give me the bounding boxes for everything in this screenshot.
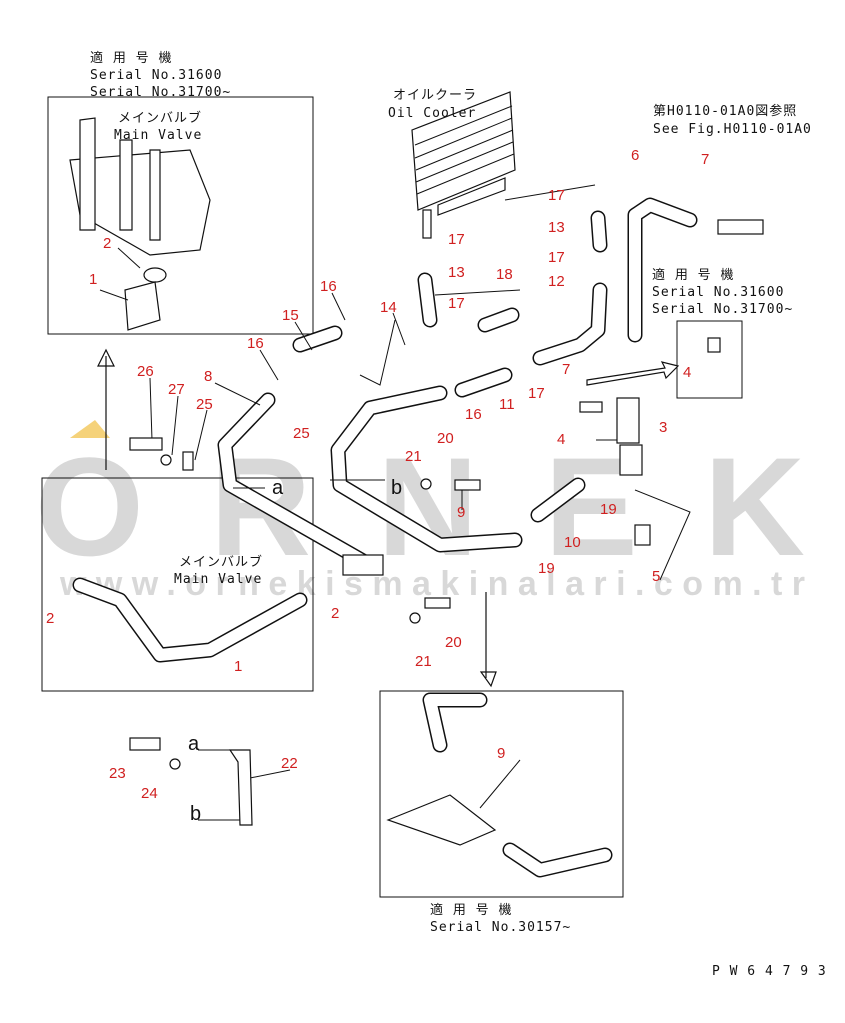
callout: 4 <box>557 431 565 448</box>
callout: 2 <box>46 610 54 627</box>
right-serial-31700: Serial No.31700~ <box>652 302 793 317</box>
callout: 17 <box>548 187 565 204</box>
detail-box-main-valve-lower <box>41 477 314 692</box>
callout: 4 <box>683 364 691 381</box>
callout: 19 <box>538 560 555 577</box>
letter-b: b <box>391 477 402 499</box>
callout: 18 <box>496 266 513 283</box>
main-valve-lower-en-label: Main Valve <box>174 572 262 587</box>
right-applicable-label: 適 用 号 機 <box>652 267 734 283</box>
callout: 17 <box>528 385 545 402</box>
callout: 13 <box>548 219 565 236</box>
callout: 25 <box>196 396 213 413</box>
callout: 27 <box>168 381 185 398</box>
callout: 21 <box>415 653 432 670</box>
callout: 1 <box>234 658 242 675</box>
callout: 2 <box>103 235 111 252</box>
main-valve-en-label: Main Valve <box>114 128 202 143</box>
callout: 2 <box>331 605 339 622</box>
leader-lines <box>99 184 691 826</box>
callout: 8 <box>204 368 212 385</box>
callout: 17 <box>448 295 465 312</box>
main-valve-top <box>69 117 211 331</box>
callout: 26 <box>137 363 154 380</box>
callout: 9 <box>497 745 505 762</box>
callout: 3 <box>659 419 667 436</box>
note-applicable-label: 適 用 号 機 <box>90 50 172 66</box>
callout: 20 <box>445 634 462 651</box>
callout: 14 <box>380 299 397 316</box>
detail-box-main-valve-top <box>47 96 314 335</box>
callout: 12 <box>548 273 565 290</box>
oil-cooler-jp-label: オイルクーラ <box>393 88 477 103</box>
see-fig-en-label: See Fig.H0110-01A0 <box>653 122 812 137</box>
callout: 16 <box>465 406 482 423</box>
letter-b: b <box>190 803 201 825</box>
detail-box-part-4 <box>676 320 743 399</box>
callout: 25 <box>293 425 310 442</box>
callout: 17 <box>448 231 465 248</box>
callout-numbers: 1 2 26 27 25 8 16 15 16 14 17 13 17 18 1… <box>46 147 709 802</box>
right-serial-31600: Serial No.31600 <box>652 285 784 300</box>
callout: 16 <box>247 335 264 352</box>
letter-a: a <box>188 733 200 755</box>
callout: 24 <box>141 785 158 802</box>
callout: 20 <box>437 430 454 447</box>
oil-cooler-en-label: Oil Cooler <box>388 106 476 121</box>
watermark-accent <box>70 420 110 438</box>
callout: 15 <box>282 307 299 324</box>
main-valve-lower-jp-label: メインバルブ <box>179 554 263 570</box>
callout: 1 <box>89 271 97 288</box>
fittings <box>129 219 764 770</box>
bottom-applicable-label: 適 用 号 機 <box>430 902 512 918</box>
callout: 13 <box>448 264 465 281</box>
callout: 10 <box>564 534 581 551</box>
callout: 21 <box>405 448 422 465</box>
callout: 11 <box>499 396 515 413</box>
bottom-serial-30157: Serial No.30157~ <box>430 920 571 935</box>
detail-box-serial-30157 <box>379 690 624 898</box>
callout: 22 <box>281 755 298 772</box>
connection-letters: a b a b <box>188 477 402 825</box>
figure-code: P W 6 4 7 9 3 <box>712 964 827 979</box>
callout: 17 <box>548 249 565 266</box>
callout: 23 <box>109 765 126 782</box>
callout: 19 <box>600 501 617 518</box>
callout: 6 <box>631 147 639 164</box>
oil-cooler <box>411 91 516 239</box>
flow-arrows <box>97 348 680 688</box>
main-valve-jp-label: メインバルブ <box>118 110 202 126</box>
callout: 5 <box>652 568 660 585</box>
pipes <box>72 197 698 878</box>
see-fig-jp-label: 第H0110-01A0図参照 <box>653 103 797 119</box>
letter-a: a <box>272 477 284 499</box>
note-serial-31700: Serial No.31700~ <box>90 85 231 100</box>
note-serial-31600: Serial No.31600 <box>90 68 222 83</box>
callout: 7 <box>701 151 709 168</box>
callout: 16 <box>320 278 337 295</box>
notes: 適 用 号 機 Serial No.31600 Serial No.31700~… <box>90 50 827 979</box>
callout: 7 <box>562 361 570 378</box>
callout: 9 <box>457 504 465 521</box>
